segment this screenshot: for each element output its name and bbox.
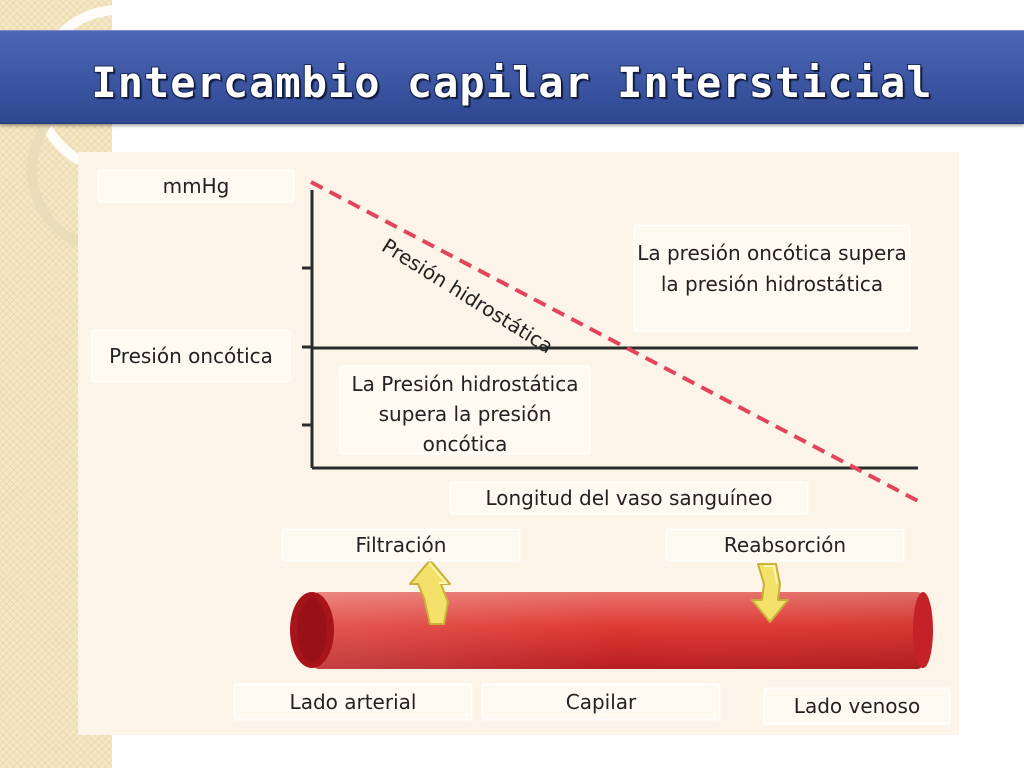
reabsorption-label: Reabsorción xyxy=(666,529,904,561)
hydrostatic-exceeds-label: La Presión hidrostática supera la presió… xyxy=(340,366,590,456)
page-title: Intercambio capilar Intersticial xyxy=(91,58,933,107)
y-axis-label: mmHg xyxy=(98,170,294,202)
hydrostatic-pressure-line xyxy=(310,180,919,503)
blood-vessel xyxy=(290,592,933,669)
title-bar xyxy=(0,30,1024,124)
oncotic-pressure-label: Presión oncótica xyxy=(92,330,290,382)
capillary-label: Capilar xyxy=(482,684,720,720)
x-axis-label: Longitud del vaso sanguíneo xyxy=(450,482,808,514)
exchange-diagram xyxy=(290,180,933,669)
oncotic-exceeds-label: La presión oncótica supera la presión hi… xyxy=(634,225,910,331)
reabsorption-arrow-down-icon xyxy=(751,563,789,623)
filtration-label: Filtración xyxy=(282,529,520,561)
filtration-arrow-up-icon xyxy=(409,559,451,625)
diagram-panel: mmHg Presión oncótica La presión oncótic… xyxy=(78,152,959,735)
venous-side-label: Lado venoso xyxy=(764,688,950,724)
arterial-side-label: Lado arterial xyxy=(234,684,472,720)
